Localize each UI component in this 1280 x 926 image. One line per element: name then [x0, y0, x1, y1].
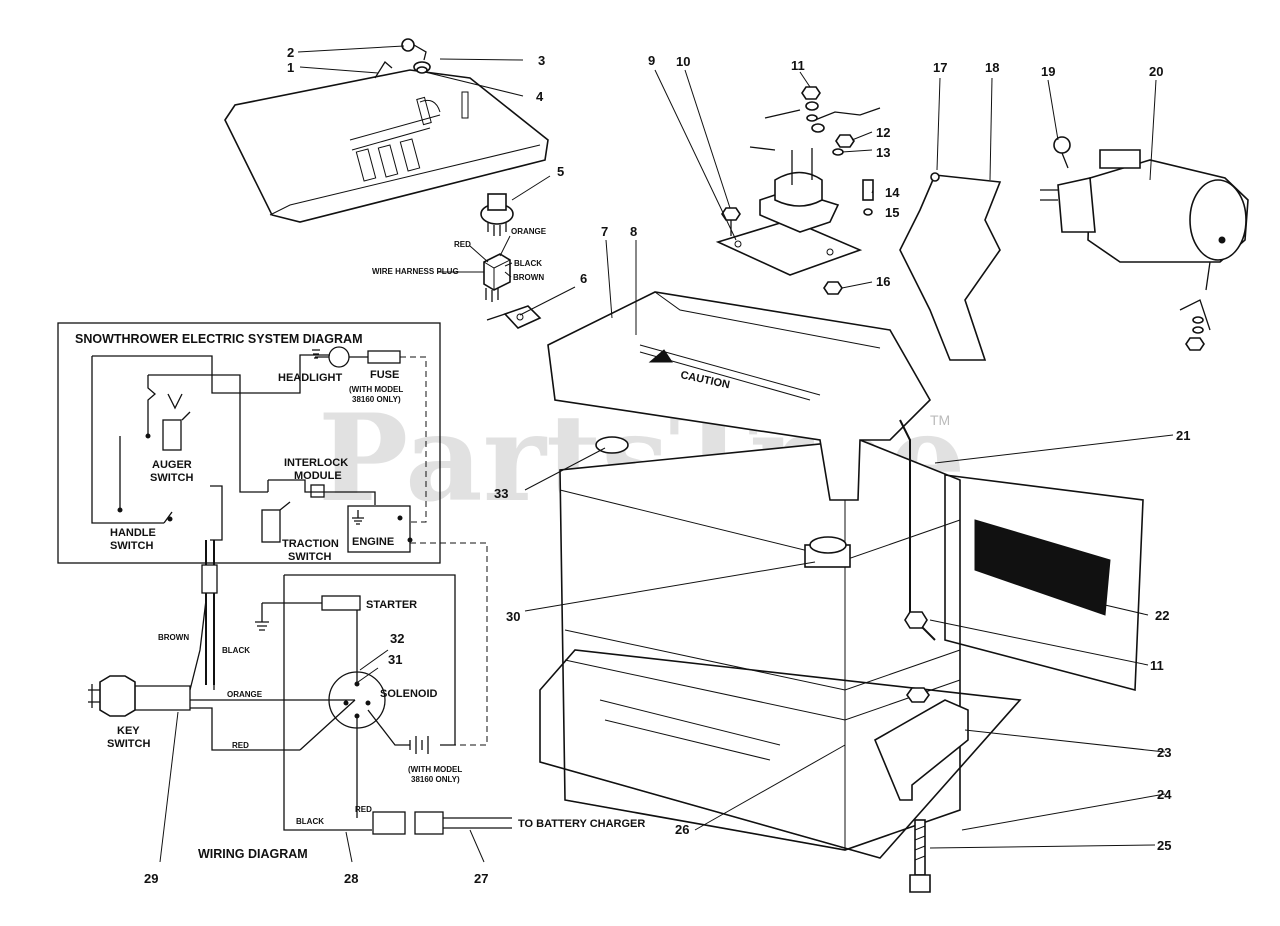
wire-black-label: BLACK: [222, 646, 250, 655]
callout-11-repeat: 11: [1150, 658, 1164, 673]
traction-label-2: SWITCH: [288, 551, 331, 563]
callout-15: 15: [885, 205, 899, 220]
auger-label-2: SWITCH: [150, 472, 193, 484]
callout-23: 23: [1157, 745, 1171, 760]
bolt-25: [909, 819, 931, 893]
mount-bracket-18: [899, 172, 1002, 361]
auger-label-1: AUGER: [152, 459, 192, 471]
starter-label: STARTER: [366, 599, 417, 611]
wire-harness-plug-label: WIRE HARNESS PLUG: [372, 267, 459, 276]
solenoid-mount-plate: [715, 219, 863, 276]
battery-note-2: 38160 ONLY): [411, 775, 460, 784]
system-diagram: SNOWTHROWER ELECTRIC SYSTEM DIAGRAM HEAD…: [57, 322, 441, 564]
battery-note-1: (WITH MODEL: [408, 765, 462, 774]
callout-28: 28: [344, 871, 358, 886]
interlock-label-1: INTERLOCK: [284, 457, 348, 469]
plug-orange-label: ORANGE: [511, 227, 547, 236]
callout-11: 11: [791, 58, 805, 73]
wire-brown-label: BROWN: [158, 633, 189, 642]
callout-19: 19: [1041, 64, 1055, 79]
callout-24: 24: [1157, 787, 1172, 802]
wire-black-2-label: BLACK: [296, 817, 324, 826]
fuse-note-2: 38160 ONLY): [352, 395, 401, 404]
plug-labels: WIRE HARNESS PLUG RED ORANGE BLACK BROWN: [372, 227, 547, 282]
wiring-diagram: STARTER SOLENOID KEY SWITCH BROWN BLACK …: [88, 540, 645, 863]
handle-label-1: HANDLE: [110, 527, 156, 539]
callout-16: 16: [876, 274, 890, 289]
callout-18: 18: [985, 60, 999, 75]
engine-label: ENGINE: [352, 536, 394, 548]
battery-cover: CAUTION: [547, 291, 931, 501]
wire-red-label: RED: [232, 741, 249, 750]
control-panel: [224, 69, 549, 223]
wire-harness-plug: [483, 253, 511, 302]
callout-12: 12: [876, 125, 890, 140]
solenoid-label: SOLENOID: [380, 688, 438, 700]
handle-label-2: SWITCH: [110, 540, 153, 552]
callout-33: 33: [494, 486, 508, 501]
callout-4: 4: [536, 89, 544, 104]
callout-5: 5: [557, 164, 564, 179]
callout-14: 14: [885, 185, 900, 200]
callout-7: 7: [601, 224, 608, 239]
plug-red-label: RED: [454, 240, 471, 249]
system-diagram-title: SNOWTHROWER ELECTRIC SYSTEM DIAGRAM: [75, 332, 363, 346]
leader-lines: [297, 45, 1174, 849]
callout-27: 27: [474, 871, 488, 886]
watermark-tm: TM: [930, 412, 950, 428]
callout-1: 1: [287, 60, 294, 75]
callout-3: 3: [538, 53, 545, 68]
callout-21: 21: [1176, 428, 1190, 443]
starter-motor-part: [1040, 136, 1249, 351]
callout-6: 6: [580, 271, 587, 286]
solenoid-part: [721, 86, 881, 295]
plug-brown-label: BROWN: [513, 273, 544, 282]
interlock-label-2: MODULE: [294, 470, 342, 482]
battery-base: [539, 649, 1022, 859]
wire-orange-label: ORANGE: [227, 690, 263, 699]
callout-22: 22: [1155, 608, 1169, 623]
callout-8: 8: [630, 224, 637, 239]
plug-black-label: BLACK: [514, 259, 542, 268]
callout-2: 2: [287, 45, 294, 60]
callout-13: 13: [876, 145, 890, 160]
callout-26: 26: [675, 822, 689, 837]
callout-10: 10: [676, 54, 690, 69]
callout-25: 25: [1157, 838, 1171, 853]
callout-32: 32: [390, 631, 404, 646]
key-label-1: KEY: [117, 725, 140, 737]
insulator-pad: [944, 474, 1144, 692]
wire-red-2-label: RED: [355, 805, 372, 814]
callout-29: 29: [144, 871, 158, 886]
fuse-label: FUSE: [370, 369, 399, 381]
callout-20: 20: [1149, 64, 1163, 79]
wiring-diagram-title: WIRING DIAGRAM: [198, 847, 308, 861]
to-charger-label: TO BATTERY CHARGER: [518, 818, 645, 830]
callout-9: 9: [648, 53, 655, 68]
headlight-label: HEADLIGHT: [278, 372, 342, 384]
callout-17: 17: [933, 60, 947, 75]
hold-down-rod: [899, 419, 936, 641]
fuse-note-1: (WITH MODEL: [349, 385, 403, 394]
key-label-2: SWITCH: [107, 738, 150, 750]
callout-30: 30: [506, 609, 520, 624]
traction-label-1: TRACTION: [282, 538, 339, 550]
callout-31: 31: [388, 652, 402, 667]
callouts: 1 2 3 4 5 6 7 8 9 10 11 12 13 14 15 16 1…: [144, 45, 1190, 886]
key-switch-part: [480, 193, 514, 236]
bracket-6: [486, 305, 542, 329]
ignition-key: [374, 38, 431, 79]
